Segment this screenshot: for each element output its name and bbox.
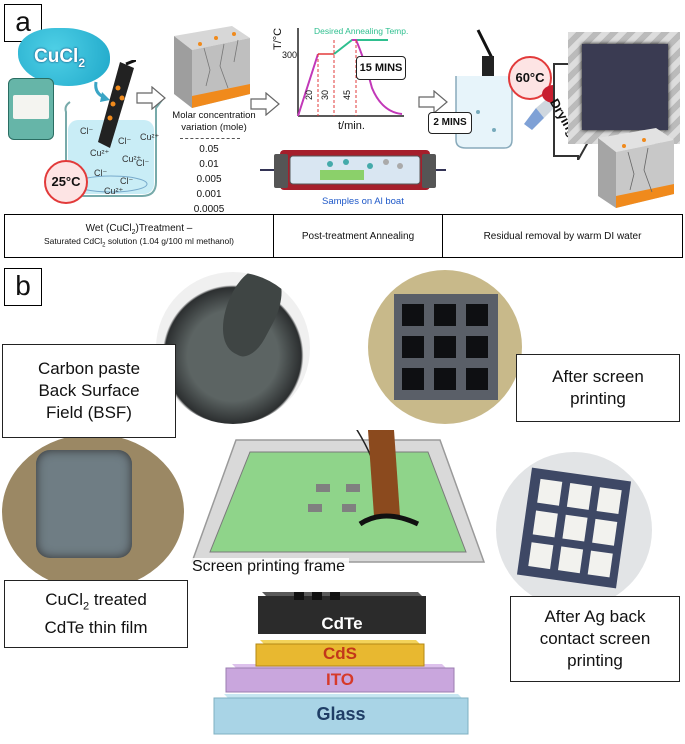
anneal-y-axis-label: T/°C [272, 27, 284, 50]
ion-4: Cl⁻ [120, 176, 134, 186]
panel-a-caption-row: Wet (CuCl2)Treatment – Saturated CdCl2 s… [4, 214, 683, 258]
ion-6: Cu²⁺ [90, 148, 110, 158]
panel-a-label: a [4, 4, 42, 42]
dried-sample-photo [568, 32, 680, 144]
caption-residual-removal: Residual removal by warm DI water [483, 230, 642, 242]
ag-contact-line: After Ag back [544, 607, 646, 626]
tube-furnace [260, 150, 446, 190]
molar-title: Molar concentration variation (mole) [172, 110, 256, 133]
arrow-2-icon [250, 92, 280, 116]
concentration-list: 0.05 0.01 0.005 0.001 0.0005 [174, 142, 244, 217]
ion-1: Cl⁻ [80, 126, 94, 136]
cucl2-label: CuCl2 [34, 46, 86, 70]
ag-contact-line: contact screen [539, 629, 651, 648]
layer-ito: ITO [325, 670, 355, 689]
boat-label: Samples on Al boat [322, 196, 404, 207]
ag-contact-box: After Ag back contact screen printing [510, 596, 680, 682]
sample-slide [98, 60, 136, 148]
anneal-tick-30: 30 [320, 89, 331, 101]
anneal-tick-45: 45 [342, 89, 353, 101]
ion-9: Cu²⁺ [140, 132, 160, 142]
layer-cds: CdS [323, 644, 357, 663]
ag-contact-photo [496, 452, 652, 608]
cucl2-treated-box: CuCl2 treated CdTe thin film [4, 580, 188, 648]
concentration-value: 0.05 [199, 144, 219, 155]
rinse-time-box: 2 MINS [428, 112, 472, 134]
anneal-tick-20: 20 [304, 89, 315, 101]
cucl2-powder [18, 28, 110, 86]
frame-label: Screen printing frame [188, 558, 349, 576]
ag-contact-line: printing [567, 651, 623, 670]
bath-temperature-badge: 25°C [44, 160, 88, 204]
anneal-target-label: Desired Annealing Temp. [314, 26, 409, 36]
ion-7: Cu²⁺ [122, 154, 142, 164]
after-screen-photo [368, 270, 522, 424]
reagent-bottle [8, 78, 54, 140]
treated-sample-block [598, 128, 674, 208]
carbon-paste-line: Carbon paste [37, 359, 141, 378]
cucl2-treated-line: CdTe thin film [44, 618, 148, 638]
concentration-value: 0.01 [199, 159, 219, 170]
after-screen-line: After screen [552, 367, 644, 386]
arrow-3-icon [418, 90, 448, 114]
sample-block [174, 26, 250, 108]
arrow-1-icon [136, 86, 166, 110]
after-screen-line: printing [570, 389, 626, 408]
caption-wet-treatment: Wet (CuCl2)Treatment – Saturated CdCl2 s… [5, 215, 274, 257]
carbon-paste-box: Carbon paste Back Surface Field (BSF) [2, 344, 176, 438]
dip-arrow-icon [94, 81, 110, 102]
carbon-paste-photo [156, 272, 310, 424]
molar-divider [180, 138, 240, 139]
concentration-value: 0.0005 [193, 204, 225, 215]
carbon-paste-line: Field (BSF) [46, 403, 132, 422]
layer-glass: Glass [316, 704, 366, 724]
cucl2-beaker [64, 99, 163, 197]
ion-3: Cl⁻ [94, 168, 108, 178]
panel-b-label: b [4, 268, 42, 306]
concentration-value: 0.001 [196, 189, 222, 200]
anneal-temp-tick: 300 [282, 50, 298, 60]
anneal-x-axis-label: t/min. [338, 120, 365, 132]
screen-printing-frame [190, 430, 486, 563]
layer-cdte: CdTe [321, 614, 363, 633]
anneal-time-box: 15 MINS [356, 56, 406, 80]
ion-5: Cl⁻ [136, 158, 150, 168]
ion-8: Cu²⁺ [104, 186, 124, 196]
caption-annealing: Post-treatment Annealing [274, 215, 443, 257]
ion-2: Cl⁻ [118, 136, 132, 146]
cdte-film-photo [2, 434, 184, 590]
layer-stack [213, 592, 469, 735]
carbon-paste-line: Back Surface [38, 381, 140, 400]
concentration-value: 0.005 [196, 174, 222, 185]
after-screen-box: After screen printing [516, 354, 680, 422]
rinse-temperature-badge: 60°C [508, 56, 552, 100]
